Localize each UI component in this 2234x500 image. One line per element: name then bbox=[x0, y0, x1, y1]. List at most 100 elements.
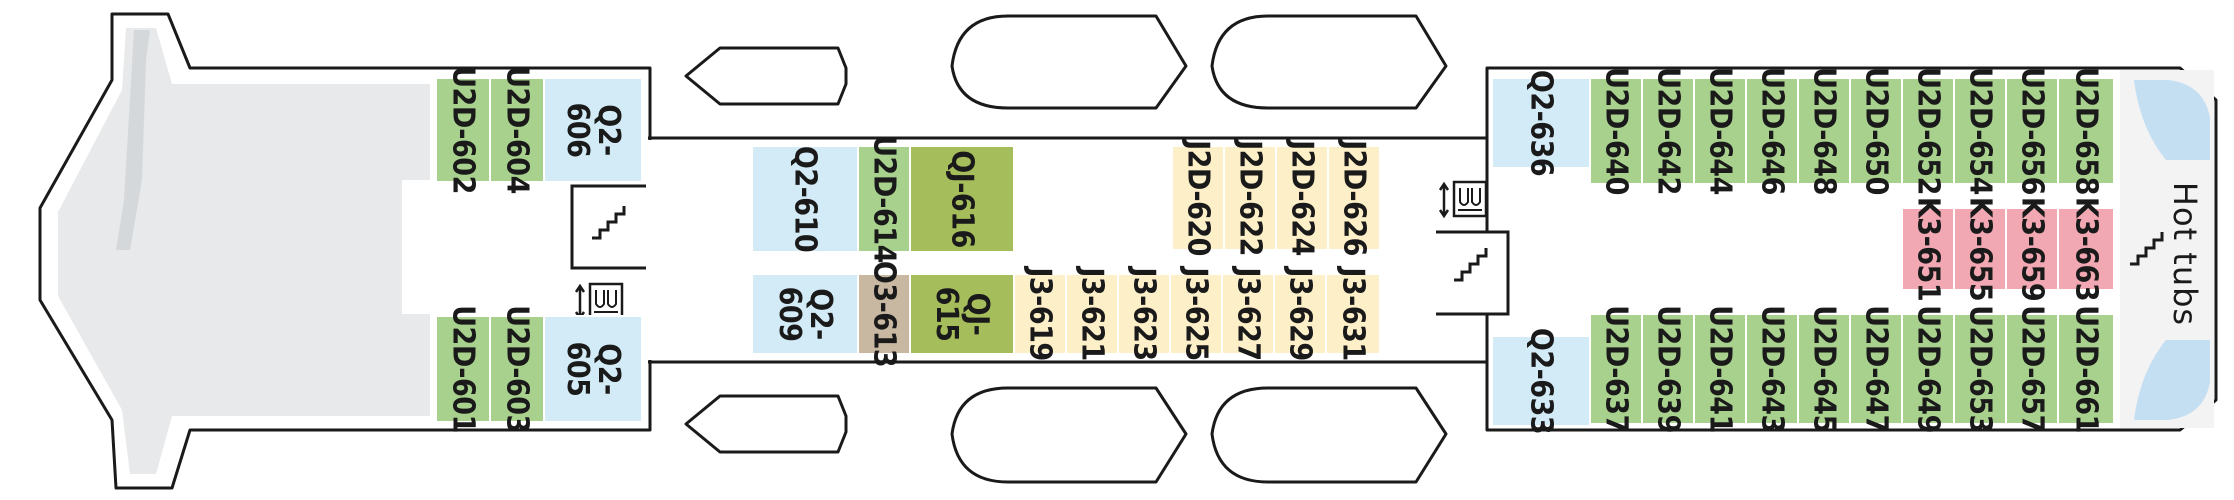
cabin-q2-636[interactable]: Q2-636 bbox=[1491, 70, 1591, 176]
cabin-box[interactable] bbox=[1901, 77, 1955, 185]
cabin-j3-623[interactable]: J3-623 bbox=[1117, 265, 1171, 361]
cabin-number-label: QJ-616 bbox=[945, 150, 980, 248]
cabin-u2d-642[interactable]: U2D-642 bbox=[1641, 67, 1695, 195]
cabin-u2d-637[interactable]: U2D-637 bbox=[1589, 305, 1643, 433]
cabin-box[interactable] bbox=[751, 145, 859, 253]
cabin-o3-613[interactable]: O3-613 bbox=[857, 261, 911, 367]
cabin-u2d-643[interactable]: U2D-643 bbox=[1745, 305, 1799, 433]
cabin-box[interactable] bbox=[1693, 77, 1747, 185]
cabin-box[interactable] bbox=[435, 315, 491, 423]
cabin-u2d-656[interactable]: U2D-656 bbox=[2005, 67, 2059, 195]
cabin-box[interactable] bbox=[1013, 273, 1067, 355]
cabin-u2d-652[interactable]: U2D-652 bbox=[1901, 67, 1955, 195]
cabin-number-label: U2D-648 bbox=[1807, 67, 1842, 195]
cabin-box[interactable] bbox=[1745, 77, 1799, 185]
cabin-j2d-620[interactable]: J2D-620 bbox=[1171, 138, 1225, 256]
cabin-q2-609[interactable]: Q2-609 bbox=[751, 273, 859, 355]
cabin-box[interactable] bbox=[1901, 313, 1955, 425]
cabin-box[interactable] bbox=[1171, 145, 1225, 251]
cabin-j3-619[interactable]: J3-619 bbox=[1013, 265, 1067, 361]
cabin-box[interactable] bbox=[1589, 77, 1643, 185]
cabin-u2d-647[interactable]: U2D-647 bbox=[1849, 305, 1903, 433]
cabin-box[interactable] bbox=[751, 273, 859, 355]
cabin-box[interactable] bbox=[1491, 77, 1591, 169]
cabin-box[interactable] bbox=[2057, 313, 2115, 425]
cabin-box[interactable] bbox=[2057, 207, 2115, 291]
cabin-q2-633[interactable]: Q2-633 bbox=[1491, 328, 1591, 434]
cabin-box[interactable] bbox=[1797, 77, 1851, 185]
cabin-box[interactable] bbox=[489, 77, 545, 183]
cabin-u2d-657[interactable]: U2D-657 bbox=[2005, 305, 2059, 433]
cabin-u2d-653[interactable]: U2D-653 bbox=[1953, 305, 2007, 433]
cabin-j2d-622[interactable]: J2D-622 bbox=[1223, 138, 1277, 256]
cabin-q2-610[interactable]: Q2-610 bbox=[751, 145, 859, 253]
cabin-j3-621[interactable]: J3-621 bbox=[1065, 265, 1119, 361]
cabin-qj-615[interactable]: QJ-615 bbox=[909, 273, 1015, 355]
cabin-box[interactable] bbox=[1275, 145, 1329, 251]
cabin-u2d-614[interactable]: U2D-614 bbox=[857, 135, 911, 263]
cabin-k3-655[interactable]: K3-655 bbox=[1953, 197, 2007, 301]
cabin-box[interactable] bbox=[2005, 77, 2059, 185]
cabin-u2d-661[interactable]: U2D-661 bbox=[2057, 305, 2115, 433]
cabin-number-label: U2D-604 bbox=[500, 66, 535, 194]
cabin-box[interactable] bbox=[1169, 273, 1223, 355]
cabin-number-label: J2D-622 bbox=[1233, 138, 1268, 256]
cabin-q2-605[interactable]: Q2-605 bbox=[543, 315, 643, 423]
cabin-u2d-603[interactable]: U2D-603 bbox=[489, 305, 545, 433]
cabin-u2d-602[interactable]: U2D-602 bbox=[435, 66, 491, 194]
cabin-box[interactable] bbox=[1491, 335, 1591, 427]
cabin-box[interactable] bbox=[1589, 313, 1643, 425]
cabin-j3-631[interactable]: J3-631 bbox=[1325, 265, 1381, 361]
elevator-icon bbox=[574, 282, 624, 321]
cabin-box[interactable] bbox=[543, 315, 643, 423]
cabin-j2d-624[interactable]: J2D-624 bbox=[1275, 138, 1329, 256]
cabin-u2d-654[interactable]: U2D-654 bbox=[1953, 67, 2007, 195]
cabin-j3-625[interactable]: J3-625 bbox=[1169, 265, 1223, 361]
cabin-box[interactable] bbox=[489, 315, 545, 423]
cabin-number-label: U2D-657 bbox=[2015, 305, 2050, 433]
cabin-u2d-601[interactable]: U2D-601 bbox=[435, 305, 491, 433]
cabin-box[interactable] bbox=[909, 145, 1015, 253]
cabin-u2d-648[interactable]: U2D-648 bbox=[1797, 67, 1851, 195]
cabin-box[interactable] bbox=[857, 145, 911, 253]
cabin-box[interactable] bbox=[1327, 145, 1381, 251]
cabin-number-label: U2D-601 bbox=[446, 305, 481, 433]
cabin-box[interactable] bbox=[1641, 77, 1695, 185]
cabin-u2d-644[interactable]: U2D-644 bbox=[1693, 67, 1747, 195]
cabin-u2d-639[interactable]: U2D-639 bbox=[1641, 305, 1695, 433]
cabin-number-label: U2D-647 bbox=[1859, 305, 1894, 433]
cabin-k3-651[interactable]: K3-651 bbox=[1901, 197, 1955, 301]
cabin-q2-606[interactable]: Q2-606 bbox=[543, 77, 643, 183]
cabin-u2d-650[interactable]: U2D-650 bbox=[1849, 67, 1903, 195]
cabin-box[interactable] bbox=[1693, 313, 1747, 425]
cabin-box[interactable] bbox=[1325, 273, 1381, 355]
cabin-number-label: U2D-602 bbox=[446, 66, 481, 194]
cabin-box[interactable] bbox=[2057, 77, 2115, 185]
cabin-j2d-626[interactable]: J2D-626 bbox=[1327, 138, 1381, 256]
cabin-j3-627[interactable]: J3-627 bbox=[1221, 265, 1275, 361]
cabin-box[interactable] bbox=[1273, 273, 1327, 355]
cabin-j3-629[interactable]: J3-629 bbox=[1273, 265, 1327, 361]
cabin-box[interactable] bbox=[1641, 313, 1695, 425]
cabin-k3-663[interactable]: K3-663 bbox=[2057, 197, 2115, 301]
cabin-u2d-658[interactable]: U2D-658 bbox=[2057, 67, 2115, 195]
cabin-qj-616[interactable]: QJ-616 bbox=[909, 145, 1015, 253]
cabin-box[interactable] bbox=[1065, 273, 1119, 355]
cabin-box[interactable] bbox=[435, 77, 491, 183]
cabin-number-label: U2D-654 bbox=[1963, 67, 1998, 195]
cabin-k3-659[interactable]: K3-659 bbox=[2005, 197, 2059, 301]
cabin-number-label: U2D-639 bbox=[1651, 305, 1686, 433]
lifeboat-icon bbox=[1210, 386, 1448, 484]
cabin-box[interactable] bbox=[1745, 313, 1799, 425]
cabin-box[interactable] bbox=[1901, 207, 1955, 291]
cabin-u2d-641[interactable]: U2D-641 bbox=[1693, 305, 1747, 433]
cabin-u2d-646[interactable]: U2D-646 bbox=[1745, 67, 1799, 195]
cabin-u2d-604[interactable]: U2D-604 bbox=[489, 66, 545, 194]
cabin-u2d-649[interactable]: U2D-649 bbox=[1901, 305, 1955, 433]
cabin-box[interactable] bbox=[909, 273, 1015, 355]
cabin-box[interactable] bbox=[543, 77, 643, 183]
cabin-u2d-640[interactable]: U2D-640 bbox=[1589, 67, 1643, 195]
lifeboat-icon bbox=[950, 14, 1188, 110]
cabin-number-label: J2D-620 bbox=[1181, 138, 1216, 256]
cabin-u2d-645[interactable]: U2D-645 bbox=[1797, 305, 1851, 433]
